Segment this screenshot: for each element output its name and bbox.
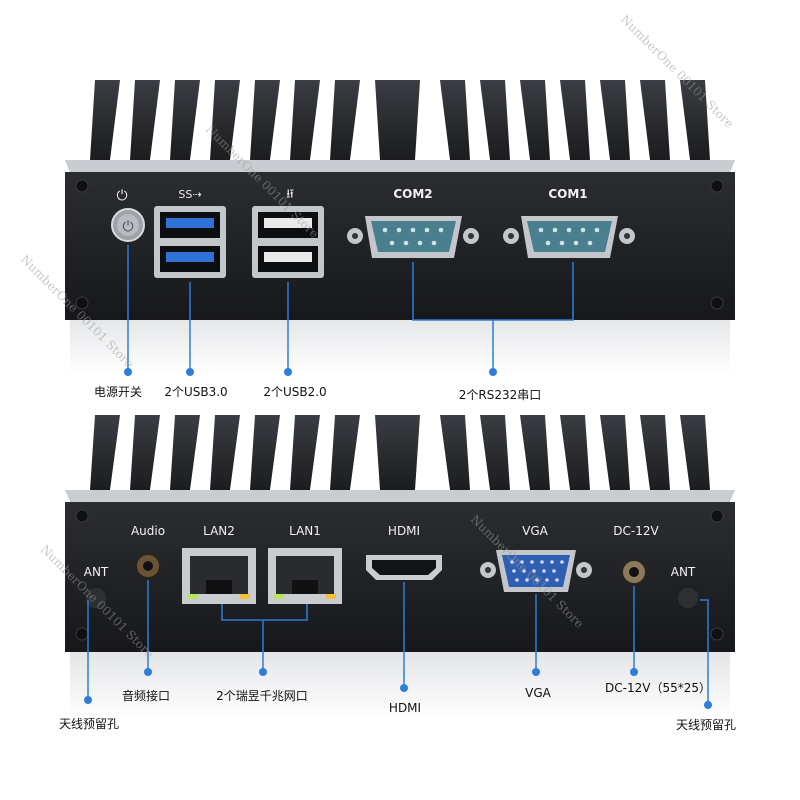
watermark-2: NumberOne 00101 Store: [618, 12, 737, 131]
svg-text:⭿: ⭿: [286, 187, 294, 201]
com1-label: COM1: [548, 187, 587, 201]
lan1-label: LAN1: [289, 524, 321, 538]
usb3-port-2: [166, 252, 214, 262]
lan1-port: LAN1: [268, 524, 342, 604]
usb2-ports: ⭿: [252, 187, 324, 278]
callout-hdmi: HDMI: [389, 701, 421, 715]
audio-label: Audio: [131, 524, 165, 538]
callout-antenna-right: 天线预留孔: [676, 718, 736, 732]
vga-label: VGA: [522, 524, 549, 538]
usb3-ports: SS⇢: [154, 188, 226, 278]
bottom-heatsink-fins: [90, 415, 710, 490]
com2-label: COM2: [393, 187, 432, 201]
callout-antenna-left: 天线预留孔: [59, 717, 119, 731]
dc-label: DC-12V: [613, 524, 659, 538]
hdmi-label: HDMI: [388, 524, 420, 538]
svg-text:⏻: ⏻: [122, 219, 133, 235]
callout-dc: DC-12V（55*25）: [605, 681, 711, 695]
top-unit: ⏻ ⏻ SS⇢ ⭿ COM2: [65, 80, 735, 402]
svg-text:SS⇢: SS⇢: [178, 188, 201, 201]
ant-left-label: ANT: [84, 565, 109, 579]
usb3-port-1: [166, 218, 214, 228]
hdmi-port: HDMI: [366, 524, 442, 580]
callout-rs232: 2个RS232串口: [459, 388, 542, 402]
top-callout-lines: [127, 245, 574, 372]
power-button: ⏻ ⏻: [111, 188, 145, 242]
dc-power-jack: DC-12V: [613, 524, 660, 585]
bottom-unit: ANT Audio LAN2 LAN1 H: [59, 415, 736, 732]
lan2-label: LAN2: [203, 524, 235, 538]
callout-usb2: 2个USB2.0: [263, 385, 326, 399]
callout-audio: 音频接口: [122, 688, 170, 703]
callout-lan: 2个瑞昱千兆网口: [216, 689, 308, 703]
callout-vga: VGA: [525, 686, 552, 700]
usb2-port-2: [264, 252, 312, 262]
vga-port: VGA: [480, 524, 592, 592]
top-heatsink-fins: [90, 80, 710, 160]
com1-port: COM1: [503, 187, 635, 258]
lan2-port: LAN2: [182, 524, 256, 604]
antenna-hole-right: ANT: [671, 565, 700, 610]
com2-port: COM2: [347, 187, 479, 258]
ant-right-label: ANT: [671, 565, 696, 579]
callout-usb3: 2个USB3.0: [164, 385, 227, 399]
antenna-hole-left: ANT: [84, 565, 109, 610]
callout-power-switch: 电源开关: [94, 385, 142, 399]
bottom-callout-lines: [87, 580, 709, 705]
svg-text:⏻: ⏻: [116, 188, 127, 204]
audio-jack: Audio: [131, 524, 165, 579]
usb2-port-1: [264, 218, 312, 228]
